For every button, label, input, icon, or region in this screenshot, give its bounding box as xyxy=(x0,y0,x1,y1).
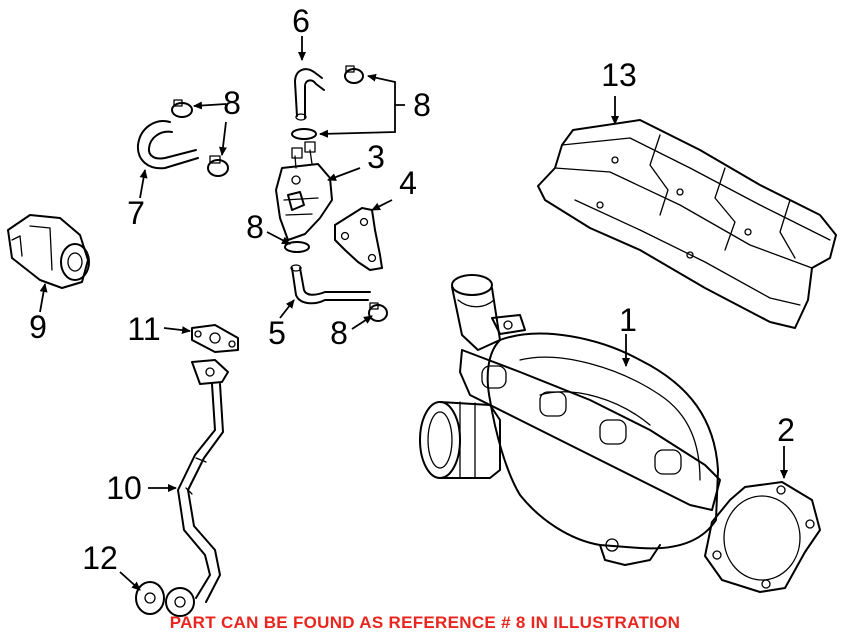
callout-10: 10 xyxy=(106,470,142,506)
callout-2: 2 xyxy=(777,412,795,448)
callout-12: 12 xyxy=(82,540,118,576)
callout-7: 7 xyxy=(127,195,145,231)
clamp-part-8-center xyxy=(291,128,317,140)
callout-1: 1 xyxy=(619,302,637,338)
gasket-part-2 xyxy=(704,481,821,593)
valve-part-3 xyxy=(275,141,333,241)
callout-3: 3 xyxy=(367,139,385,175)
callout-8-upper-left: 8 xyxy=(223,85,241,121)
clamp-part-8-lower xyxy=(284,241,310,253)
valve-part-9 xyxy=(7,214,90,289)
callout-9: 9 xyxy=(29,309,47,345)
callout-6: 6 xyxy=(292,3,310,39)
hose-part-6 xyxy=(294,68,325,121)
leader-lines xyxy=(39,36,788,591)
clamp-part-8-top-center xyxy=(344,65,364,84)
reference-caption: PART CAN BE FOUND AS REFERENCE # 8 IN IL… xyxy=(170,613,681,632)
callout-8-top-right: 8 xyxy=(413,87,431,123)
callout-4: 4 xyxy=(399,165,417,201)
callout-13: 13 xyxy=(601,57,637,93)
hose-part-7 xyxy=(136,120,199,170)
callout-11: 11 xyxy=(127,311,160,347)
turbocharger-part-1 xyxy=(419,274,721,566)
gasket-part-12 xyxy=(135,581,195,617)
clamp-part-8-right xyxy=(368,302,388,322)
callout-8-lower: 8 xyxy=(330,315,348,351)
bracket-part-4 xyxy=(334,207,383,271)
heat-shield-part-13 xyxy=(537,119,837,329)
gasket-part-11 xyxy=(191,324,239,353)
clamp-part-8-upper-left xyxy=(171,99,193,118)
callout-8-mid: 8 xyxy=(246,209,264,245)
pipe-part-10 xyxy=(177,359,229,603)
hose-part-5 xyxy=(290,264,371,305)
callout-5: 5 xyxy=(268,315,286,351)
clamp-part-8-mid-left xyxy=(207,155,229,177)
